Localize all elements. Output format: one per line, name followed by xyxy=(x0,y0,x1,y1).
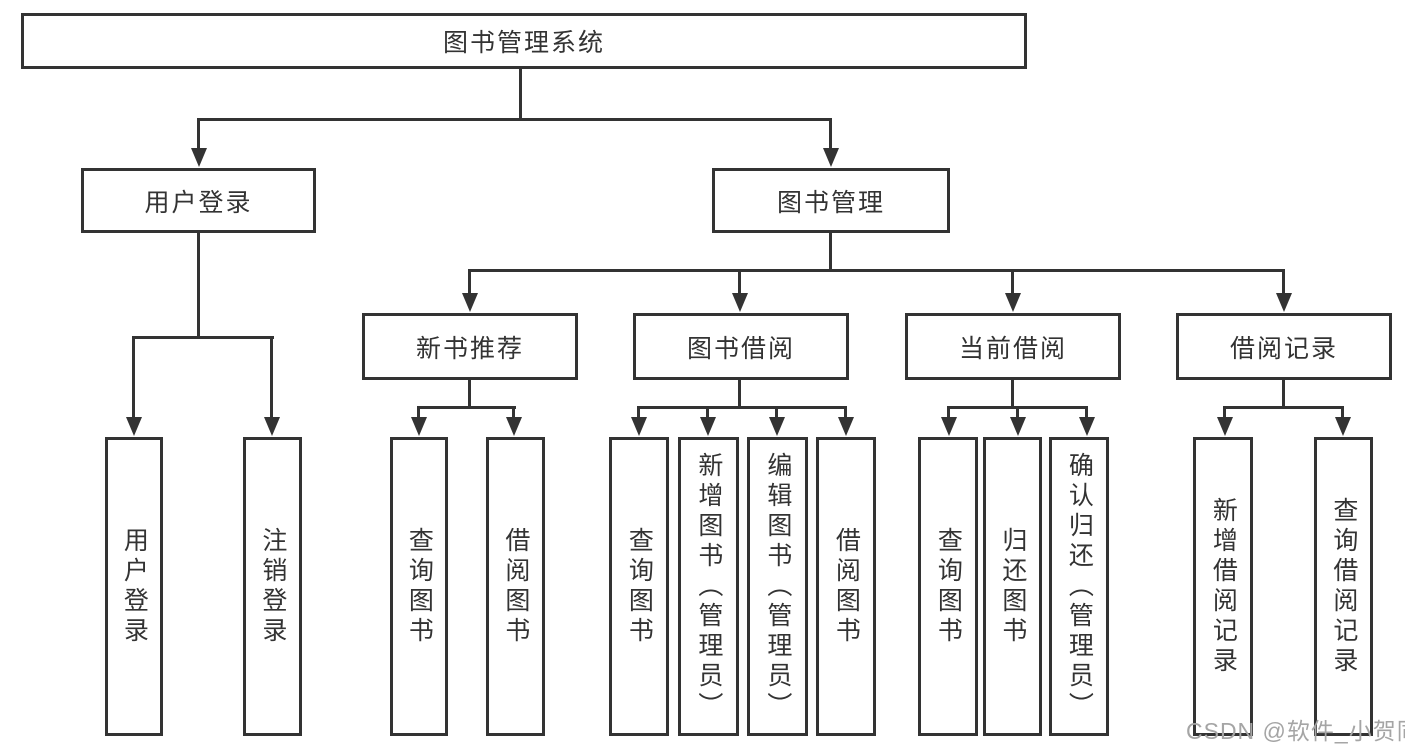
node-user-login: 用户登录 xyxy=(81,168,316,233)
connector-arrow xyxy=(1217,417,1233,436)
node-borrow-books-recommend: 借阅图书 xyxy=(486,437,545,736)
connector-line xyxy=(468,269,1285,272)
watermark: CSDN @软件_小贺同学 xyxy=(1186,718,1405,744)
connector-arrow xyxy=(838,417,854,436)
connector-arrow xyxy=(823,148,839,167)
connector-arrow xyxy=(506,417,522,436)
connector-line xyxy=(197,120,200,148)
node-query-books-recommend: 查询图书 xyxy=(390,437,448,736)
connector-arrow xyxy=(1010,417,1026,436)
node-current-borrowing: 当前借阅 xyxy=(905,313,1121,380)
connector-arrow xyxy=(411,417,427,436)
connector-line xyxy=(947,408,950,419)
node-return-books: 归还图书 xyxy=(983,437,1042,736)
connector-line xyxy=(637,408,640,419)
connector-arrow xyxy=(631,417,647,436)
connector-line xyxy=(1282,380,1285,408)
connector-arrow xyxy=(769,417,785,436)
node-query-books-borrow: 查询图书 xyxy=(609,437,669,736)
connector-arrow xyxy=(264,417,280,436)
connector-arrow xyxy=(1335,417,1351,436)
node-add-books-admin: 新增图书（管理员） xyxy=(678,437,739,736)
connector-line xyxy=(132,336,274,339)
connector-line xyxy=(197,233,200,338)
connector-line xyxy=(417,408,420,419)
node-edit-books-admin: 编辑图书（管理员） xyxy=(747,437,808,736)
node-book-management: 图书管理 xyxy=(712,168,950,233)
connector-line xyxy=(1223,406,1344,409)
connector-line xyxy=(738,271,741,295)
connector-line xyxy=(738,380,741,408)
connector-line xyxy=(270,338,273,417)
connector-line xyxy=(844,408,847,419)
node-borrow-books: 借阅图书 xyxy=(816,437,876,736)
node-query-borrow-record: 查询借阅记录 xyxy=(1314,437,1373,736)
node-borrowing-records: 借阅记录 xyxy=(1176,313,1392,380)
connector-line xyxy=(132,338,135,417)
connector-line xyxy=(637,406,847,409)
node-logout: 注销登录 xyxy=(243,437,302,736)
connector-arrow xyxy=(732,293,748,312)
connector-arrow xyxy=(126,417,142,436)
connector-line xyxy=(1085,408,1088,419)
node-book-borrowing: 图书借阅 xyxy=(633,313,849,380)
connector-line xyxy=(1282,271,1285,295)
connector-line xyxy=(512,408,515,419)
node-query-books-current: 查询图书 xyxy=(918,437,978,736)
connector-line xyxy=(468,271,471,295)
connector-line xyxy=(1011,271,1014,295)
connector-arrow xyxy=(1276,293,1292,312)
connector-line xyxy=(417,406,516,409)
connector-line xyxy=(947,406,1088,409)
connector-arrow xyxy=(700,417,716,436)
connector-arrow xyxy=(1079,417,1095,436)
node-library-management-system: 图书管理系统 xyxy=(21,13,1027,69)
connector-line xyxy=(775,408,778,419)
connector-line xyxy=(1223,408,1226,419)
connector-arrow xyxy=(191,148,207,167)
connector-line xyxy=(706,408,709,419)
node-add-borrow-record: 新增借阅记录 xyxy=(1193,437,1253,736)
node-new-book-recommendation: 新书推荐 xyxy=(362,313,578,380)
connector-line xyxy=(468,380,471,408)
connector-line xyxy=(829,233,832,271)
connector-line xyxy=(1341,408,1344,419)
connector-line xyxy=(197,118,832,121)
connector-line xyxy=(1016,408,1019,419)
node-user-login-leaf: 用户登录 xyxy=(105,437,163,736)
connector-line xyxy=(519,69,522,120)
connector-arrow xyxy=(941,417,957,436)
connector-line xyxy=(829,120,832,148)
connector-arrow xyxy=(1005,293,1021,312)
connector-line xyxy=(1011,380,1014,408)
connector-arrow xyxy=(462,293,478,312)
node-confirm-return-admin: 确认归还（管理员） xyxy=(1049,437,1109,736)
